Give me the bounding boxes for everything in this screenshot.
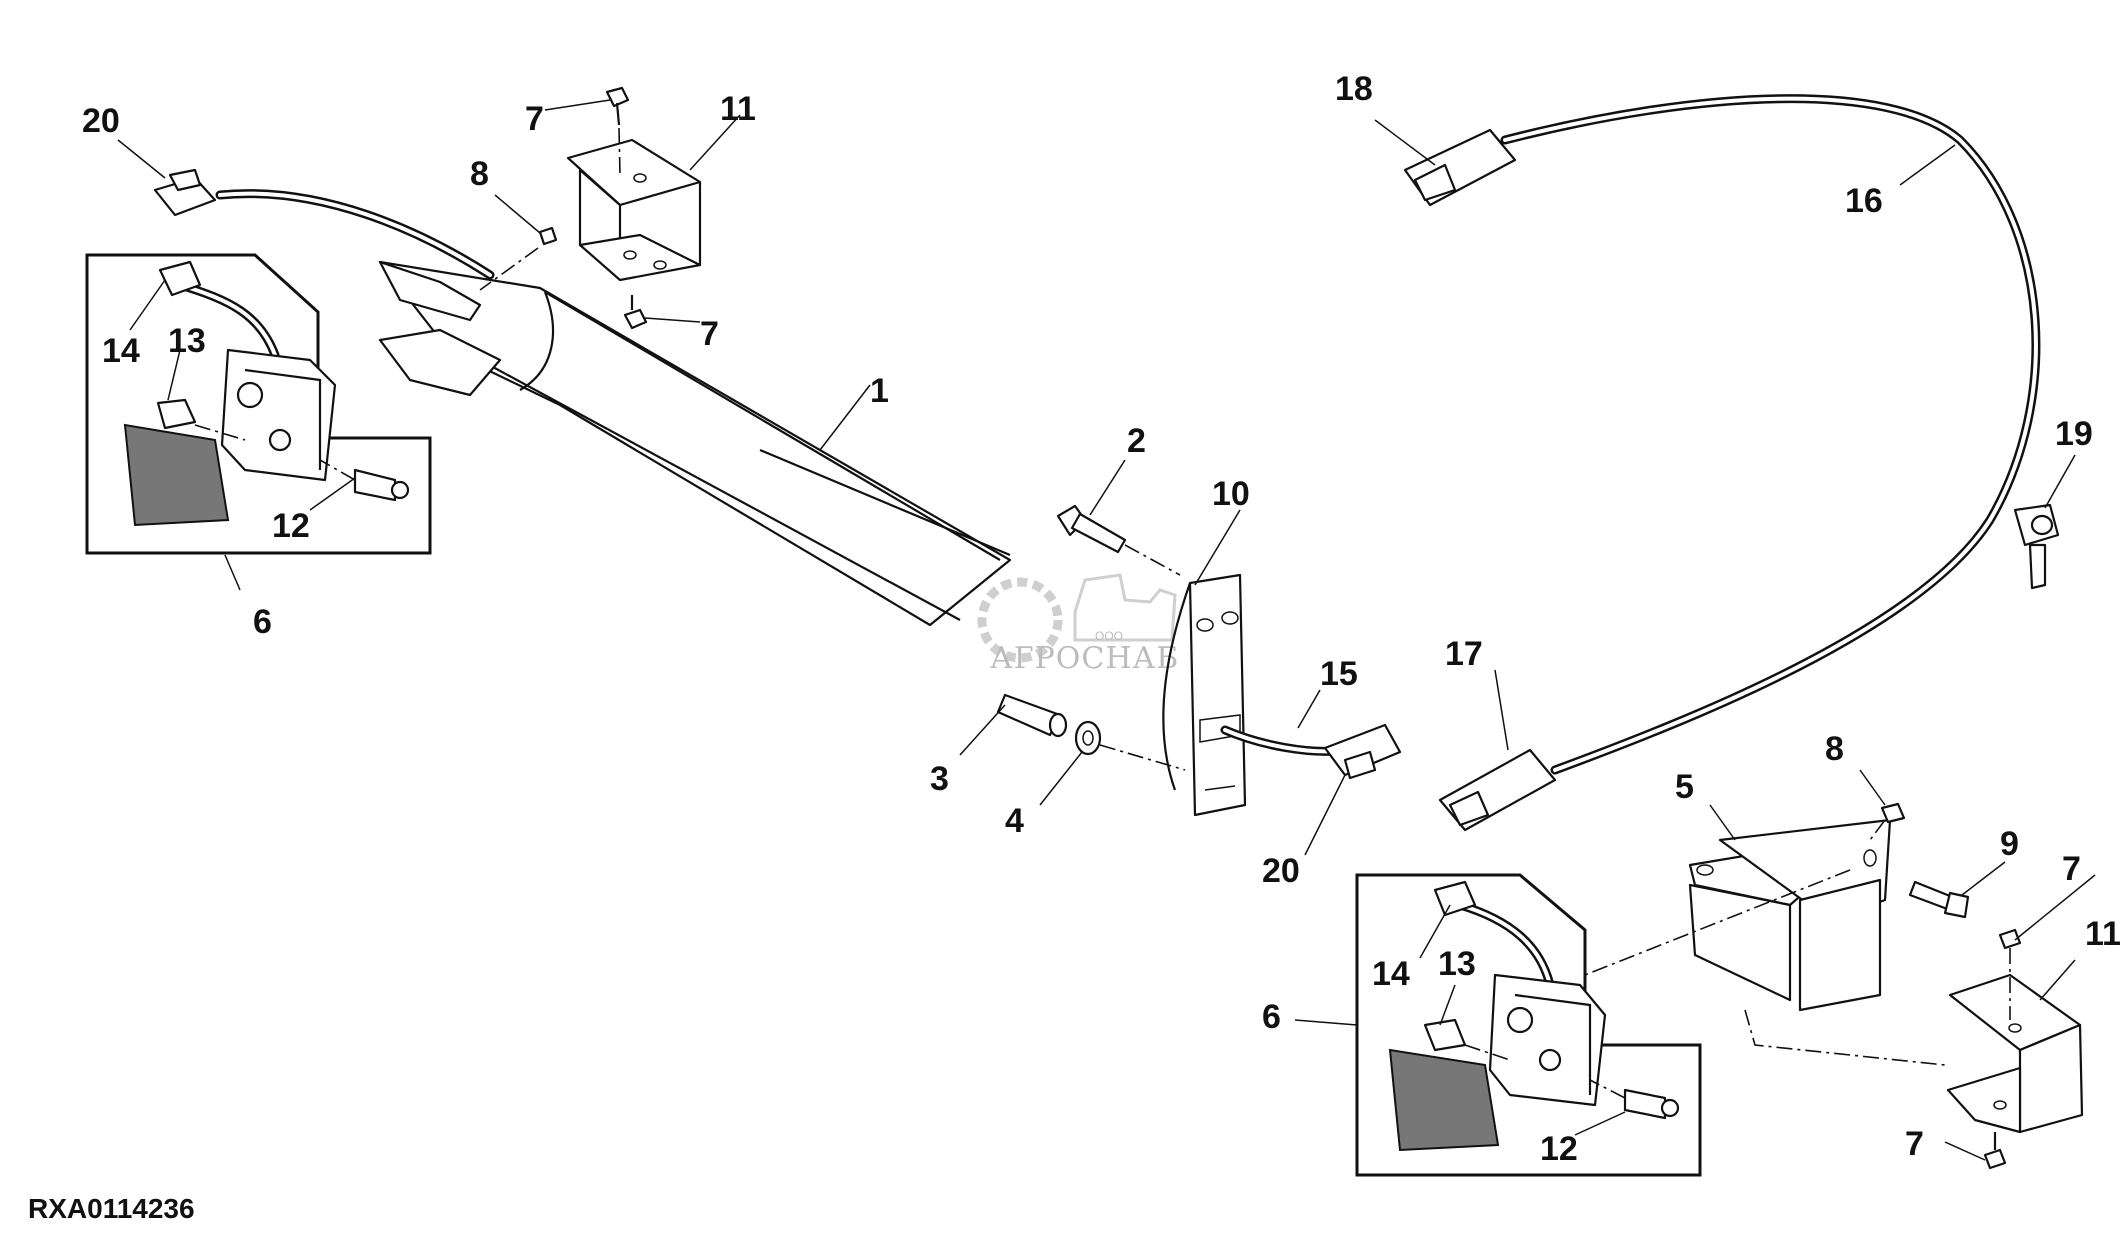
callout-13-right: 13 [1438,945,1476,983]
agrosnab-watermark-logo: ООО АГРОСНАБ [977,573,1179,676]
callout-1: 1 [870,372,889,410]
callout-11-left: 11 [720,90,756,128]
lamp-assembly-left [85,253,432,555]
pin-8-right [1869,802,1906,841]
pin-8-upper [479,226,558,291]
leader-lines [117,99,2096,1161]
callout-12-left: 12 [272,507,310,545]
screw-7-top [605,86,630,176]
wiring-harness-left [153,168,495,280]
wiring-harness-16 [1403,94,2041,832]
drawing-code: RXA0114236 [28,1193,195,1224]
washer-4 [1074,720,1186,771]
callout-14-left: 14 [102,332,140,370]
callout-13-left: 13 [168,322,206,360]
callout-6-left: 6 [253,603,272,641]
callout-7-mid: 7 [700,315,719,353]
callout-17: 17 [1445,635,1483,673]
watermark-prefix: ООО [1095,629,1123,643]
callout-7-top: 7 [525,100,544,138]
watermark-company-name: АГРОСНАБ [990,641,1179,676]
callout-2: 2 [1127,422,1146,460]
callout-14-right: 14 [1372,955,1410,993]
clip-19 [2013,503,2060,590]
lamp-assembly-right [1355,873,1702,1177]
callout-8-left: 8 [470,155,489,193]
callout-11-right: 11 [2085,915,2121,953]
callout-20-left: 20 [82,102,120,140]
callout-4: 4 [1005,802,1024,840]
screw-7-right-top [1998,928,2022,1020]
callout-6-right: 6 [1262,998,1281,1036]
screw-7-right-bottom [1983,1132,2007,1170]
bracket-11-upper [566,138,702,282]
wiring-harness-15 [1220,723,1402,780]
mounting-plate [1162,573,1247,817]
callout-16: 16 [1845,182,1883,220]
callout-9: 9 [2000,825,2019,863]
callout-5: 5 [1675,768,1694,806]
bolt-9 [1908,880,1970,919]
callout-20-right: 20 [1262,852,1300,890]
bracket-5 [1584,818,1946,1066]
callout-10: 10 [1212,475,1250,513]
callout-7-right-bottom: 7 [1905,1125,1924,1163]
screw-7-mid [623,295,648,330]
callout-7-right-top: 7 [2062,850,2081,888]
callout-labels: 1 2 3 4 5 6 6 7 7 7 7 8 8 9 10 11 11 12 … [82,70,2121,1168]
bolt-2 [1056,504,1181,576]
callout-3: 3 [930,760,949,798]
callout-15: 15 [1320,655,1358,693]
bracket-11-right [1946,973,2084,1134]
callout-18: 18 [1335,70,1373,108]
callout-19: 19 [2055,415,2093,453]
bushing-3 [996,693,1068,738]
callout-12-right: 12 [1540,1130,1578,1168]
support-beam [378,260,1012,627]
callout-8-right: 8 [1825,730,1844,768]
